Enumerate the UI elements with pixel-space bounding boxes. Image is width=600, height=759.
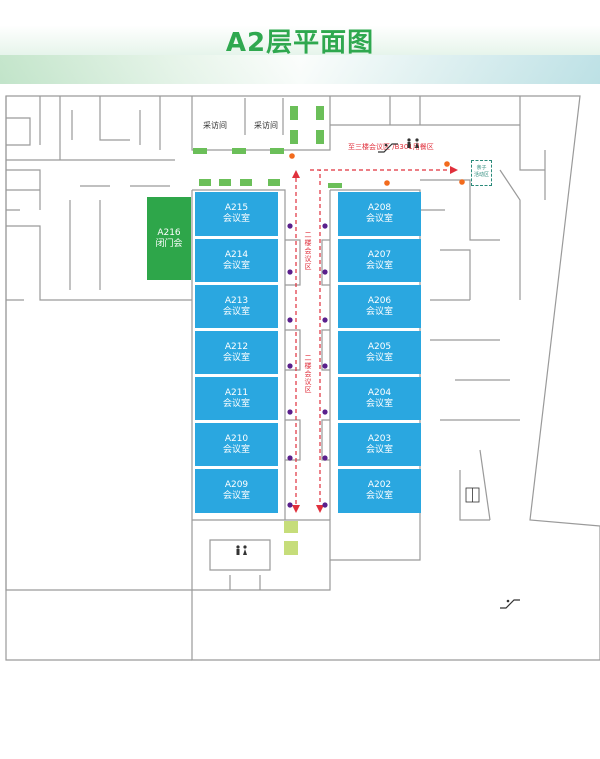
- interview-room-label-1: 采访间: [203, 121, 227, 130]
- parent-child-area: 亲子 活动区: [471, 160, 492, 186]
- corridor-label-bottom: 二楼会议区: [304, 354, 312, 394]
- interview-room-label-2: 采访间: [254, 121, 278, 130]
- floor-plan-walls: [5, 95, 600, 661]
- corridor-label-top: 二楼会议区: [304, 231, 312, 271]
- page-title: A2层平面图: [225, 28, 375, 58]
- header-glow: [0, 55, 600, 84]
- route-label: 至三楼会议区 /B301用餐区: [348, 143, 434, 151]
